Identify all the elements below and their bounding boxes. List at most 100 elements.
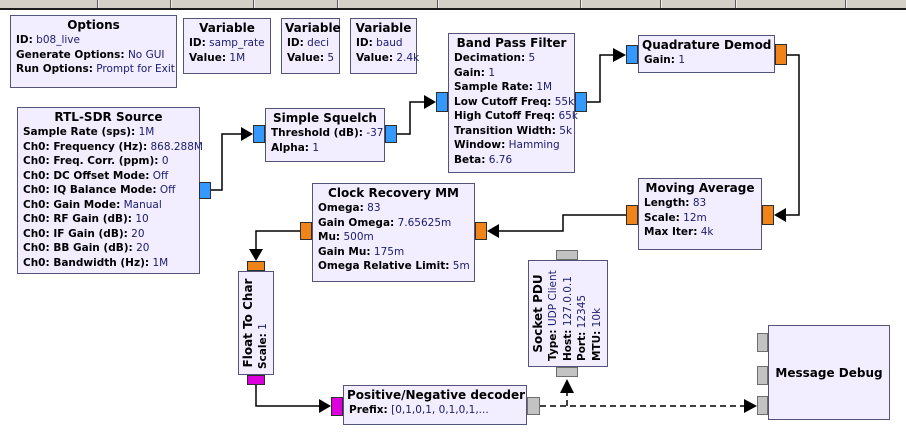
param-row: Gain: 1 — [454, 66, 574, 81]
param-value: 65k — [558, 110, 578, 122]
port-msg-debug-in-1[interactable] — [757, 333, 768, 352]
toolbar-strip — [0, 0, 906, 10]
param-label: Prefix: — [349, 404, 388, 416]
param-row: Type: UDP Client — [546, 261, 561, 361]
param-row: Scale: 1 — [256, 272, 271, 369]
block-title: Simple Squelch — [273, 111, 377, 125]
port-socket-pdu-out[interactable] — [556, 250, 578, 260]
param-value: 1M — [229, 51, 246, 64]
param-row: Beta: 6.76 — [454, 153, 574, 168]
param-label: Generate Options: — [16, 48, 125, 61]
block-title: Socket PDU — [531, 274, 545, 353]
param-row: Gain: 1 — [644, 53, 774, 68]
toolbar-separator — [437, 0, 439, 8]
port-float-to-char-in[interactable] — [247, 261, 265, 271]
port-clock-recovery-in[interactable] — [475, 222, 487, 240]
port-decoder-out[interactable] — [527, 397, 540, 415]
param-label: Ch0: BB Gain (dB): — [23, 242, 133, 254]
conn-movavg-to-clockrec-arrowhead — [487, 224, 499, 238]
param-label: Alpha: — [271, 141, 310, 154]
param-row: Ch0: Bandwidth (Hz): 1M — [23, 256, 199, 271]
port-squelch-in[interactable] — [253, 125, 265, 143]
param-row: ID: baud — [356, 36, 416, 51]
param-label: Value: — [287, 51, 325, 64]
param-row: Generate Options: No GUI — [16, 48, 176, 63]
param-value: deci — [307, 37, 329, 49]
param-row: Gain Omega: 7.65625m — [318, 216, 474, 231]
param-label: Omega Relative Limit: — [318, 260, 450, 272]
param-label: ID: — [356, 37, 373, 49]
param-row: Ch0: RF Gain (dB): 10 — [23, 212, 199, 227]
toolbar-separator — [580, 0, 582, 8]
param-value: Hamming — [508, 139, 560, 151]
param-value: 1M — [536, 81, 553, 93]
param-value: 83 — [692, 197, 707, 209]
block-message-debug[interactable]: Message Debug — [768, 325, 890, 420]
param-label: Ch0: IF Gain (dB): — [23, 227, 128, 240]
port-msg-debug-in-2[interactable] — [757, 366, 768, 385]
param-label: Ch0: Bandwidth (Hz): — [23, 256, 150, 269]
port-socket-pdu-in[interactable] — [556, 367, 578, 377]
param-row: Gain Mu: 175m — [318, 245, 474, 260]
param-row: High Cutoff Freq: 65k — [454, 109, 578, 124]
port-quad-demod-in[interactable] — [626, 45, 638, 64]
port-float-to-char-out[interactable] — [247, 375, 265, 385]
conn-rtlsdr-to-squelch-arrowhead — [241, 127, 253, 141]
param-value: 0 — [161, 155, 169, 167]
port-bpf-in[interactable] — [436, 92, 448, 112]
port-msg-debug-in-3[interactable] — [757, 396, 768, 415]
port-moving-avg-in[interactable] — [762, 205, 774, 225]
param-value: 5 — [528, 52, 536, 64]
port-bpf-out[interactable] — [575, 92, 587, 112]
param-row: Run Options: Prompt for Exit — [16, 62, 176, 77]
port-decoder-in[interactable] — [331, 397, 343, 416]
param-row: Value: 2.4k — [356, 51, 419, 66]
param-value: 10 — [135, 213, 149, 225]
param-value: Manual — [123, 198, 162, 211]
param-row: Ch0: BB Gain (dB): 20 — [23, 241, 199, 256]
param-row: Transition Width: 5k — [454, 124, 574, 139]
param-row: Ch0: DC Offset Mode: Off — [23, 169, 199, 184]
param-value: 7.65625m — [397, 216, 452, 229]
param-value: 127.0.0.1 — [561, 276, 574, 327]
param-label: High Cutoff Freq: — [454, 110, 556, 122]
port-squelch-out[interactable] — [385, 125, 397, 143]
param-value: -37 — [366, 127, 384, 139]
conn-decoder-to-msgdebug-arrowhead — [744, 399, 757, 413]
param-row: ID: samp_rate — [189, 36, 270, 51]
port-quad-demod-out[interactable] — [775, 44, 787, 65]
port-moving-avg-out[interactable] — [626, 205, 638, 225]
block-title: Moving Average — [645, 181, 755, 195]
param-label: Ch0: Freq. Corr. (ppm): — [23, 155, 159, 167]
param-row: Port: 12345 — [575, 261, 590, 361]
conn-movavg-to-clockrec — [499, 214, 626, 232]
toolbar-separator — [337, 0, 339, 8]
param-label: Length: — [644, 197, 690, 209]
conn-bpf-to-quaddemod-arrowhead — [613, 48, 626, 62]
param-value: 1 — [488, 66, 496, 79]
param-label: Ch0: IQ Balance Mode: — [23, 184, 157, 196]
param-label: Value: — [189, 51, 227, 64]
param-label: Threshold (dB): — [271, 127, 363, 139]
param-label: Run Options: — [16, 63, 93, 75]
block-params: Prefix: [0,1,0,1, 0,1,0,1,... — [344, 403, 526, 420]
port-rtl-sdr-out[interactable] — [199, 182, 211, 199]
port-clock-recovery-out[interactable] — [300, 222, 312, 240]
